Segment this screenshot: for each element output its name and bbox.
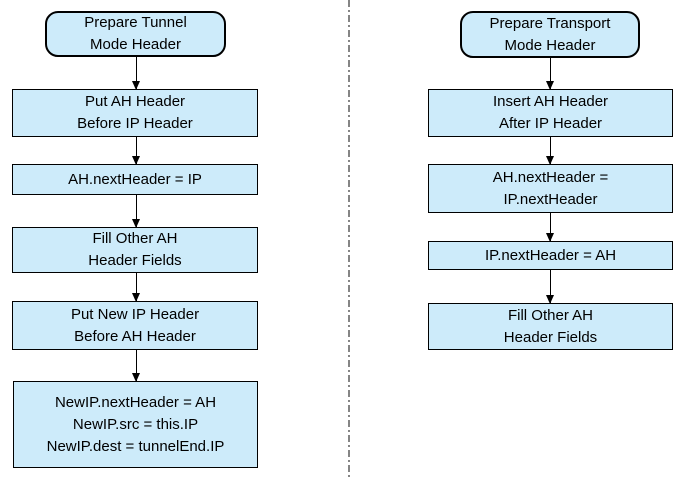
node-label-line: Prepare Transport — [489, 14, 611, 32]
node-label-line: Before AH Header — [74, 327, 196, 345]
node-label-line: NewIP.nextHeader = AH — [54, 393, 217, 411]
node-ah-nextheader-ip-nextheader: AH.nextHeader = IP.nextHeader — [428, 164, 673, 213]
node-fill-other-ah-header-fields-right: Fill Other AH Header Fields — [428, 303, 673, 350]
node-label-line: Put New IP Header — [70, 305, 200, 323]
arrowhead-down-icon — [131, 81, 140, 90]
node-label-line: Put AH Header — [84, 93, 186, 110]
node-label-line: AH.nextHeader = IP — [68, 170, 202, 188]
node-label-line: NewIP.dest = tunnelEnd.IP — [46, 437, 225, 455]
node-label-line: IP.nextHeader = AH — [484, 246, 617, 264]
node-fill-other-ah-header-fields: Fill Other AH Header Fields — [12, 227, 258, 273]
flow-arrow-down — [545, 137, 554, 165]
flow-arrow-down — [131, 57, 140, 90]
node-label-line: AH.nextHeader = — [492, 168, 609, 186]
flow-arrow-down — [131, 137, 140, 165]
node-label-line: Fill Other AH — [507, 306, 594, 324]
node-label-line: Mode Header — [90, 36, 181, 53]
arrowhead-down-icon — [545, 156, 554, 165]
node-ah-nextheader-ip: AH.nextHeader = IP — [12, 164, 258, 195]
arrowhead-down-icon — [545, 81, 554, 90]
node-label-line: Prepare Tunnel — [84, 14, 187, 31]
node-newip-assignments: NewIP.nextHeader = AH NewIP.src = this.IP… — [13, 381, 258, 468]
node-label-line: Before IP Header — [77, 115, 193, 132]
node-label-line: Header Fields — [503, 328, 598, 346]
node-label-line: Insert AH Header — [492, 93, 609, 110]
arrowhead-down-icon — [131, 219, 140, 228]
node-label-line: IP.nextHeader — [503, 190, 598, 208]
node-label-line: Header Fields — [88, 252, 182, 269]
node-label-line: NewIP.src = this.IP — [72, 415, 199, 433]
arrowhead-down-icon — [545, 295, 554, 304]
flow-arrow-down — [131, 273, 140, 302]
arrowhead-down-icon — [131, 373, 140, 382]
flow-arrow-down — [545, 213, 554, 242]
node-label-line: After IP Header — [498, 115, 603, 132]
flow-arrow-down — [545, 58, 554, 90]
flow-arrow-down — [131, 195, 140, 228]
node-label-line: Mode Header — [504, 36, 596, 54]
arrowhead-down-icon — [131, 293, 140, 302]
arrowhead-down-icon — [545, 233, 554, 242]
flow-arrow-down — [545, 270, 554, 304]
node-ip-nextheader-ah: IP.nextHeader = AH — [428, 241, 673, 270]
flow-arrow-down — [131, 350, 140, 382]
arrowhead-down-icon — [131, 156, 140, 165]
dashed-divider-line — [348, 0, 350, 479]
node-label-line: Fill Other AH — [92, 230, 178, 247]
